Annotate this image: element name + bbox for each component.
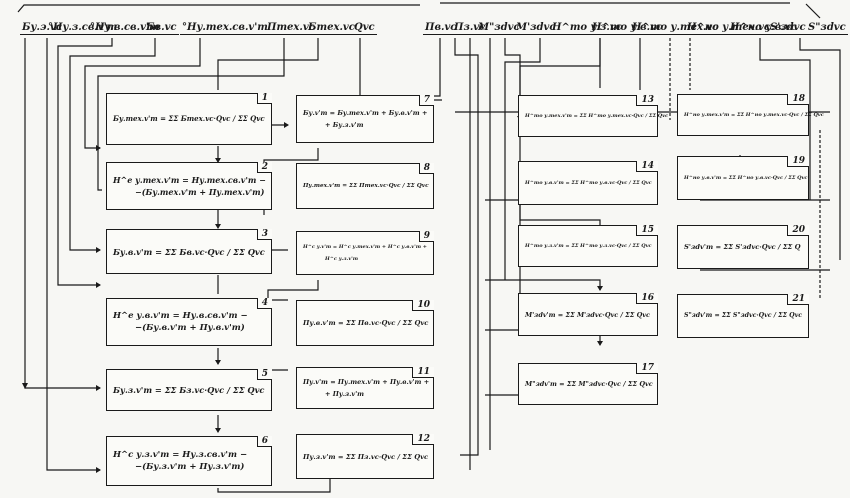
block-formula: Бу.в.v'm = ΣΣ Бв.vс·Qvс / ΣΣ Qvс [113, 246, 265, 257]
input-label: Бв.vс [144, 22, 179, 35]
block-number: 5 [256, 369, 272, 380]
block-number: 6 [256, 436, 272, 447]
block-number: 4 [256, 298, 272, 309]
block-formula: Н^е у.в.v'm = Ну.в.св.v'm −−(Бу.в.v'm + … [113, 311, 248, 333]
block-number: 3 [256, 229, 272, 240]
block-formula: Н^то у.в.v'm = ΣΣ Н^то у.в.vс·Qvс / ΣΣ Q… [525, 180, 652, 186]
block-formula: S'зdv'm = ΣΣ S'зdvс·Qvс / ΣΣ Q [684, 243, 801, 251]
block-21: 21 S"зdv'm = ΣΣ S"зdvс·Qvс / ΣΣ Qvс [677, 294, 809, 338]
block-number: 16 [636, 293, 658, 304]
input-label: Qvс [352, 22, 377, 35]
block-formula: Н^но у.в.v'm = ΣΣ Н^но у.в.vс·Qvс / ΣΣ Q… [684, 175, 808, 181]
block-formula: М"зdv'm = ΣΣ М"зdvс·Qvс / ΣΣ Qvс [525, 380, 653, 388]
block-number: 1 [256, 93, 272, 104]
input-label: °Ну.тех.св.v'm [180, 22, 270, 35]
block-formula: Бу.з.v'm = ΣΣ Бз.vс·Qvс / ΣΣ Qvс [113, 385, 265, 395]
block-16: 16 М'зdv'm = ΣΣ М'зdvс·Qvс / ΣΣ Qvс [518, 293, 658, 336]
block-number: 8 [418, 163, 434, 174]
input-label: Н^но у.в.vс [728, 22, 799, 35]
block-5: 5 Бу.з.v'm = ΣΣ Бз.vс·Qvс / ΣΣ Qvс [106, 369, 272, 411]
input-label: Птех.vс [265, 22, 317, 35]
block-number: 11 [412, 367, 434, 378]
block-7: 7 Бу.v'm = Бу.тех.v'm + Бу.в.v'm ++ Бу.з… [296, 95, 434, 143]
block-13: 13 Н^то у.тех.v'm = ΣΣ Н^то у.тех.vс·Qvс… [518, 95, 668, 137]
block-1: 1 Бу.тех.v'm = ΣΣ Бтех.vс·Qvс / ΣΣ Qvс [106, 93, 272, 145]
input-label: °Ну.в.св.v'm [88, 22, 162, 35]
input-label: Н^то у.в.vс [590, 22, 664, 35]
block-number: 19 [787, 156, 809, 167]
block-number: 18 [787, 94, 809, 105]
block-12: 12 Пу.з.v'm = ΣΣ Пз.vс·Qvс / ΣΣ Qvс [296, 434, 434, 479]
input-label: Н^то у.з.vс [550, 22, 624, 35]
block-10: 10 Пу.в.v'm = ΣΣ Пв.vс·Qvс / ΣΣ Qvс [296, 300, 434, 346]
block-formula: S"зdv'm = ΣΣ S"зdvс·Qvс / ΣΣ Qvс [684, 312, 803, 319]
block-number: 12 [412, 434, 434, 445]
block-2: 2 Н^е у.тех.v'm = Ну.тех.св.v'm −−(Бу.те… [106, 162, 272, 210]
block-9: 9 Н^с у.v'm = Н^с у.тех.v'm + Н^с у.в.v'… [296, 231, 434, 275]
block-6: 6 Н^с у.з.v'm = Ну.з.св.v'm −−(Бу.з.v'm … [106, 436, 272, 486]
block-formula: Пу.тех.v'm = ΣΣ Птех.vс·Qvс / ΣΣ Qvс [303, 183, 429, 189]
input-label: Бтех.vс [306, 22, 357, 35]
input-label: М'зdvс [514, 22, 558, 35]
block-number: 21 [787, 294, 809, 305]
block-number: 17 [636, 363, 658, 374]
input-label: Пв.vс [423, 22, 459, 35]
block-formula: Н^то у.тех.v'm = ΣΣ Н^то у.тех.vс·Qvс / … [525, 113, 669, 119]
block-15: 15 Н^то у.з.v'm = ΣΣ Н^то у.з.vс·Qvс / Σ… [518, 225, 658, 267]
block-4: 4 Н^е у.в.v'm = Ну.в.св.v'm −−(Бу.в.v'm … [106, 298, 272, 346]
block-number: 14 [636, 161, 658, 172]
block-formula: Н^с у.з.v'm = Ну.з.св.v'm −−(Бу.з.v'm + … [113, 450, 248, 472]
input-label: °Ну.з.св.v'm [46, 22, 120, 35]
input-label: S"зdvс [806, 22, 848, 35]
block-number: 13 [636, 95, 658, 106]
block-19: 19 Н^но у.в.v'm = ΣΣ Н^но у.в.vс·Qvс / Σ… [677, 156, 809, 200]
input-label: Н^то у.тех.vс [630, 22, 721, 35]
block-number: 20 [787, 225, 809, 236]
block-formula: Пу.в.v'm = ΣΣ Пв.vс·Qvс / ΣΣ Qvс [303, 319, 429, 327]
block-formula: Бу.v'm = Бу.тех.v'm + Бу.в.v'm ++ Бу.з.v… [303, 109, 428, 129]
input-label: Пз.vс [452, 22, 488, 35]
frame-line [805, 3, 821, 19]
block-formula: Пу.з.v'm = ΣΣ Пз.vс·Qvс / ΣΣ Qvс [303, 452, 429, 461]
input-label: S'зdvс [768, 22, 808, 35]
frame-line [17, 4, 420, 13]
block-number: 9 [418, 231, 434, 242]
block-17: 17 М"зdv'm = ΣΣ М"зdvс·Qvс / ΣΣ Qvс [518, 363, 658, 405]
block-formula: Бу.тех.v'm = ΣΣ Бтех.vс·Qvс / ΣΣ Qvс [113, 114, 265, 123]
block-formula: М'зdv'm = ΣΣ М'зdvс·Qvс / ΣΣ Qvс [525, 310, 650, 319]
block-number: 15 [636, 225, 658, 236]
block-formula: Н^е у.тех.v'm = Ну.тех.св.v'm −−(Бу.тех.… [113, 175, 266, 197]
block-20: 20 S'зdv'm = ΣΣ S'зdvс·Qvс / ΣΣ Q [677, 225, 809, 269]
block-11: 11 Пу.v'm = Пу.тех.v'm + Пу.в.v'm ++ Пу.… [296, 367, 434, 409]
block-formula: Пу.v'm = Пу.тех.v'm + Пу.в.v'm ++ Пу.з.v… [303, 378, 430, 398]
block-3: 3 Бу.в.v'm = ΣΣ Бв.vс·Qvс / ΣΣ Qvс [106, 229, 272, 274]
block-formula: Н^то у.з.v'm = ΣΣ Н^то у.з.vс·Qvс / ΣΣ Q… [525, 243, 652, 249]
input-label: Бу.э.vс [20, 22, 64, 35]
block-14: 14 Н^то у.в.v'm = ΣΣ Н^то у.в.vс·Qvс / Σ… [518, 161, 658, 205]
block-number: 10 [412, 300, 434, 311]
block-number: 2 [256, 162, 272, 173]
block-number: 7 [418, 95, 434, 106]
block-formula: Н^но у.тех.v'm = ΣΣ Н^но у.тех.vс·Qvс / … [684, 112, 824, 118]
block-formula: Н^с у.v'm = Н^с у.тех.v'm + Н^с у.в.v'm … [303, 244, 427, 262]
block-8: 8 Пу.тех.v'm = ΣΣ Птех.vс·Qvс / ΣΣ Qvс [296, 163, 434, 209]
block-18: 18 Н^но у.тех.v'm = ΣΣ Н^но у.тех.vс·Qvс… [677, 94, 824, 136]
input-label: М"зdvс [476, 22, 522, 35]
